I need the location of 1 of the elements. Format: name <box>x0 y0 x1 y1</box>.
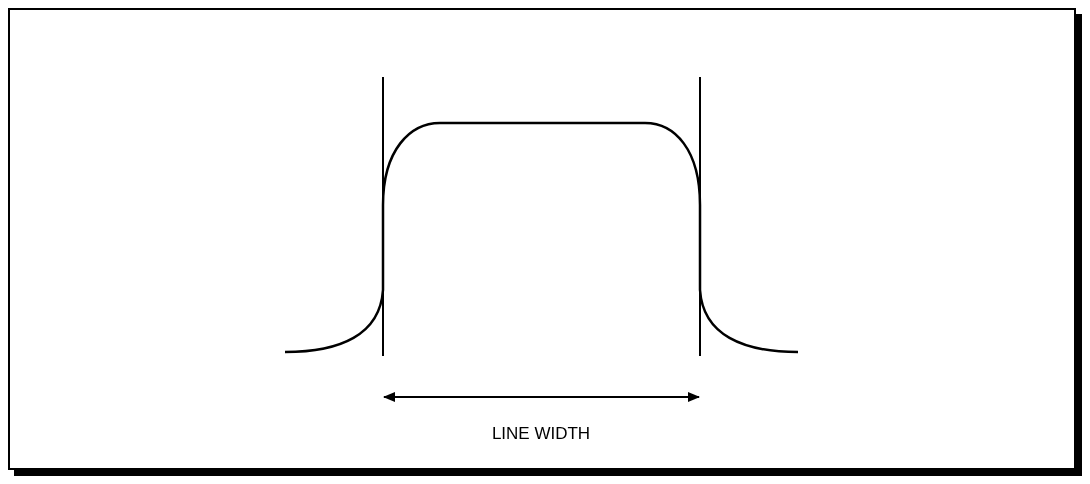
dimension-label: LINE WIDTH <box>491 424 591 444</box>
